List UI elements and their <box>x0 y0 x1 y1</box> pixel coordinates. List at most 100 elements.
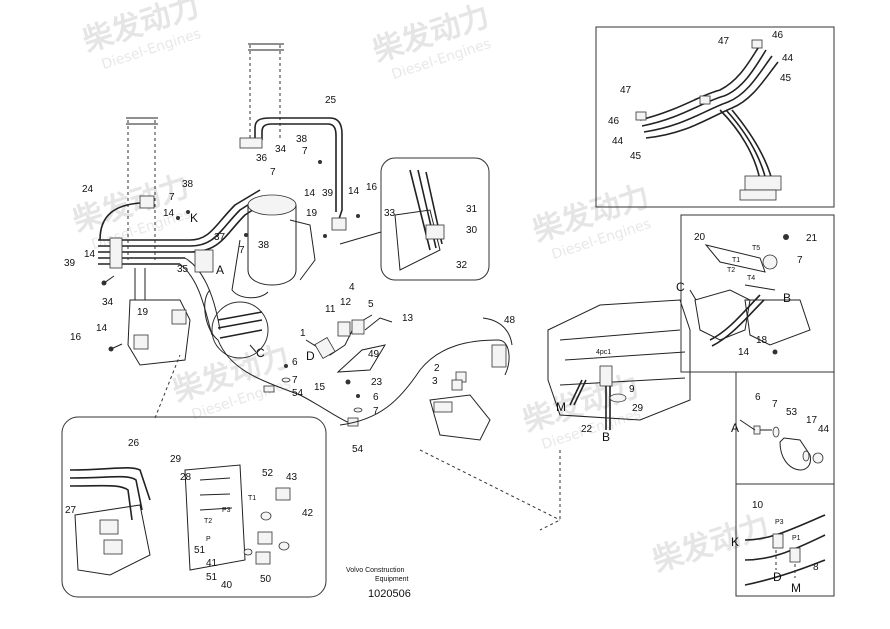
bracket <box>289 219 316 281</box>
part-label: 19 <box>137 307 149 318</box>
port-label: T4 <box>747 275 755 282</box>
fitting-8 <box>789 547 801 563</box>
clamp-54 <box>263 385 275 393</box>
clamp-53 <box>779 437 811 471</box>
part-label: 14 <box>163 208 175 219</box>
inset-bottom-left <box>61 354 327 598</box>
part-label: 54 <box>292 388 304 399</box>
inset-fitting <box>103 539 123 555</box>
part-label: 7 <box>302 146 308 157</box>
pipe-25 <box>254 117 343 223</box>
part-label: 29 <box>632 403 644 414</box>
cylinder-top <box>247 194 297 216</box>
port-label: T1 <box>248 495 256 502</box>
part-label: 14 <box>304 188 316 199</box>
part-label: 22 <box>581 424 593 435</box>
part-label: 44 <box>612 136 624 147</box>
inset-frame-k <box>735 483 835 597</box>
part-label: 45 <box>780 73 792 84</box>
washer-7b <box>353 407 363 413</box>
pipe-down <box>134 268 146 300</box>
fitting <box>133 334 149 350</box>
part-label: 29 <box>170 454 182 465</box>
part-label: 8 <box>813 562 819 573</box>
caption-line-1: Volvo Construction <box>346 567 404 574</box>
part-label: 1 <box>300 328 306 339</box>
part-label: 38 <box>182 179 194 190</box>
part-3 <box>451 379 463 391</box>
part-label: 40 <box>221 580 233 591</box>
oring-40 <box>243 548 253 556</box>
part-label: 49 <box>368 349 380 360</box>
part-label: 19 <box>306 208 318 219</box>
dashed-link <box>419 449 561 531</box>
part-label: 7 <box>292 375 298 386</box>
part-label: 10 <box>752 500 764 511</box>
cylinder-body <box>247 205 297 286</box>
watermark-layer: 柴发动力 Diesel-Engines 柴发动力 Diesel-Engines … <box>69 0 774 579</box>
section-d: D <box>773 570 782 584</box>
part-label: 2 <box>434 363 440 374</box>
part-label: 35 <box>177 264 189 275</box>
fitting-48 <box>491 344 507 368</box>
part-label: 7 <box>772 399 778 410</box>
part-label: 47 <box>620 85 632 96</box>
port-label: T2 <box>204 518 212 525</box>
bracket-4 <box>364 317 393 331</box>
clamp <box>139 195 155 209</box>
hose-down <box>179 257 221 336</box>
part-label: 38 <box>258 240 270 251</box>
part-label: 24 <box>82 184 94 195</box>
inset-block <box>394 209 441 271</box>
inset-ribs <box>199 477 233 511</box>
part-label: 16 <box>366 182 378 193</box>
section-a: A <box>731 421 739 435</box>
part-label: 52 <box>262 468 274 479</box>
part-label: 13 <box>402 313 414 324</box>
valve-body <box>547 299 691 421</box>
hose-line <box>204 289 353 425</box>
part-label: 43 <box>286 472 298 483</box>
part-label: 38 <box>296 134 308 145</box>
inset-frame <box>61 416 327 598</box>
fitting-tr <box>751 39 763 49</box>
part-label: 7 <box>169 192 175 203</box>
inset-pump <box>74 504 151 576</box>
manifold-20 <box>704 244 766 273</box>
block-tr-2 <box>739 189 777 201</box>
bolt-21 <box>783 234 789 240</box>
port-label: T2 <box>727 267 735 274</box>
fitting-11 <box>337 321 351 337</box>
drawing-caption: Volvo Construction Equipment 1020506 <box>346 567 411 600</box>
part-label: 9 <box>629 384 635 395</box>
part-label: 4 <box>349 282 355 293</box>
inset-fitting <box>99 519 119 535</box>
oring-42 <box>278 541 290 551</box>
part-label: 6 <box>755 392 761 403</box>
detail-circle-c <box>211 301 269 359</box>
inset-pointer <box>339 231 382 245</box>
break-mark <box>248 43 284 51</box>
part-label: 7 <box>239 245 245 256</box>
port-label: T1 <box>732 257 740 264</box>
link-c <box>689 289 697 301</box>
clamp-54b <box>347 417 359 427</box>
part-label: 31 <box>466 204 478 215</box>
block-tr <box>744 175 782 191</box>
part-label: 20 <box>694 232 706 243</box>
adapter-50 <box>255 551 271 565</box>
connector <box>194 249 214 273</box>
part-label: 25 <box>325 95 337 106</box>
break-mark <box>126 117 158 125</box>
part-label: 7 <box>797 255 803 266</box>
guard-49 <box>336 344 387 373</box>
part-label: 53 <box>786 407 798 418</box>
block <box>109 237 123 269</box>
part-label: 23 <box>371 377 383 388</box>
inset-hoses <box>69 466 151 521</box>
valve-c <box>694 289 751 341</box>
inset-valve-block <box>184 464 246 571</box>
hose-48 <box>339 339 510 426</box>
washer-7 <box>281 377 291 383</box>
section-a: A <box>216 263 224 277</box>
